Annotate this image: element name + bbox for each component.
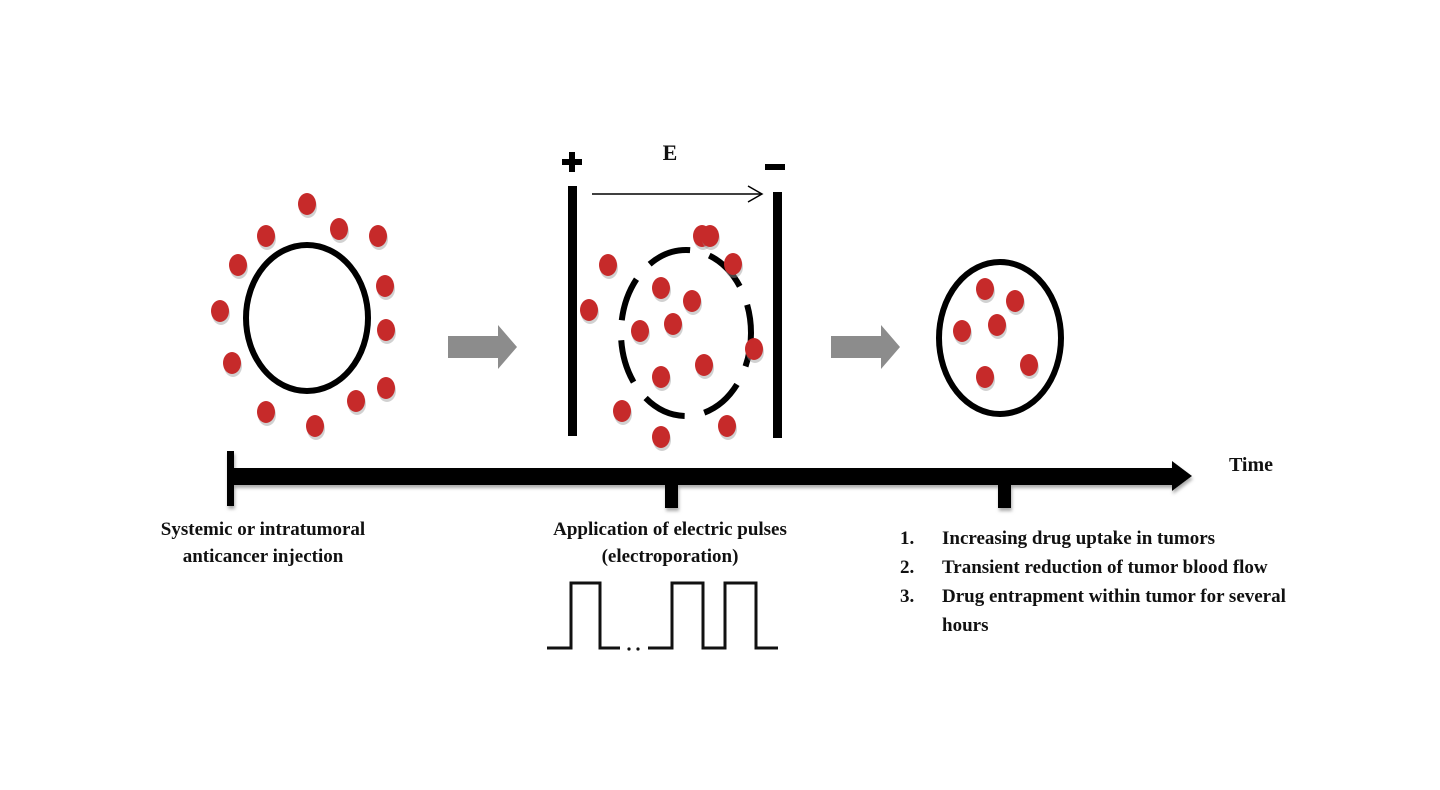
drug-molecule <box>718 415 736 437</box>
drug-molecule <box>229 254 247 276</box>
drug-molecule <box>613 400 631 422</box>
outcome-text: Drug entrapment within tumor for several <box>942 586 1286 607</box>
drug-molecule <box>330 218 348 240</box>
field-label: E <box>663 140 678 165</box>
outcome-text: Transient reduction of tumor blood flow <box>942 557 1268 578</box>
event-label-line: Systemic or intratumoral <box>160 519 366 540</box>
time-axis-label: Time <box>1229 454 1273 476</box>
drug-molecule <box>701 225 719 247</box>
event-label-line: Application of electric pulses <box>553 519 787 540</box>
drug-molecule <box>223 352 241 374</box>
drug-molecule <box>976 366 994 388</box>
outcome-number: 2. <box>900 557 915 578</box>
drug-molecule <box>745 338 763 360</box>
field-arrow-head-icon <box>747 185 764 203</box>
drug-molecule <box>369 225 387 247</box>
event-label-line: anticancer injection <box>182 546 344 567</box>
outcome-item: 2. Transient reduction of tumor blood fl… <box>900 553 1286 582</box>
stage-electroporation: E <box>562 140 785 451</box>
tumor-permeabilized-membrane <box>618 247 754 419</box>
stage-arrow-icon <box>831 325 900 369</box>
pulse-gap-dot <box>636 647 640 651</box>
event-label-line: (electroporation) <box>601 546 739 567</box>
outcome-text-continuation: hours <box>942 615 989 636</box>
drug-molecules-outside <box>211 193 396 440</box>
drug-molecule <box>347 390 365 412</box>
outcome-number: 3. <box>900 586 915 607</box>
drug-molecule <box>257 401 275 423</box>
drug-molecules-entrapped <box>953 278 1039 391</box>
drug-molecule <box>306 415 324 437</box>
drug-molecule <box>652 426 670 448</box>
outcome-number: 1. <box>900 528 915 549</box>
drug-molecule <box>298 193 316 215</box>
timeline-axis <box>230 468 1175 485</box>
timeline-arrow-head-icon <box>1172 461 1192 491</box>
drug-molecule <box>1020 354 1038 376</box>
positive-electrode <box>568 186 577 436</box>
event-label-injection: Systemic or intratumoral anticancer inje… <box>118 516 408 570</box>
timeline-tick-electroporation <box>665 484 678 508</box>
negative-electrode <box>773 192 782 438</box>
outcome-item: 3. Drug entrapment within tumor for seve… <box>900 582 1286 611</box>
drug-molecules-entering <box>580 225 764 451</box>
drug-molecule <box>988 314 1006 336</box>
timeline <box>227 451 1192 508</box>
drug-molecule <box>652 277 670 299</box>
drug-molecule <box>599 254 617 276</box>
drug-molecule <box>695 354 713 376</box>
event-label-electroporation: Application of electric pulses (electrop… <box>520 516 820 570</box>
tumor-resealed-membrane <box>936 259 1064 417</box>
drug-molecule <box>976 278 994 300</box>
timeline-tick-outcome <box>998 484 1011 508</box>
pulse-gap-dot <box>627 647 631 651</box>
outcome-text: Increasing drug uptake in tumors <box>942 528 1216 549</box>
drug-molecule <box>1006 290 1024 312</box>
drug-molecule <box>211 300 229 322</box>
drug-molecule <box>683 290 701 312</box>
drug-molecule <box>953 320 971 342</box>
drug-molecule <box>377 319 395 341</box>
drug-molecule <box>631 320 649 342</box>
pulse-wave-first <box>547 581 620 650</box>
outcome-list: 1. Increasing drug uptake in tumors 2. T… <box>900 524 1286 640</box>
drug-molecule <box>664 313 682 335</box>
stage-injection <box>211 193 396 440</box>
stage-entrapment <box>936 259 1064 417</box>
stage-arrow-icon <box>448 325 517 369</box>
drug-molecule <box>257 225 275 247</box>
drug-molecule <box>724 253 742 275</box>
minus-icon <box>765 164 785 170</box>
plus-icon <box>562 152 582 172</box>
drug-molecule <box>652 366 670 388</box>
outcome-item: 1. Increasing drug uptake in tumors <box>900 524 1286 553</box>
drug-molecule <box>376 275 394 297</box>
pulse-wave-second <box>648 581 778 650</box>
drug-molecule <box>377 377 395 399</box>
pulse-train <box>547 581 778 651</box>
drug-molecule <box>580 299 598 321</box>
tumor-intact-membrane <box>243 242 371 394</box>
